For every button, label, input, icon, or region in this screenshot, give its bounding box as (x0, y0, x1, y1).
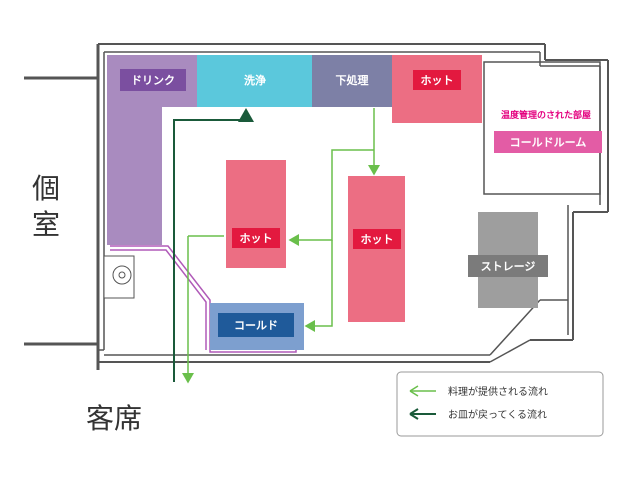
private-room-label-2: 室 (32, 208, 60, 241)
return-flow-arrow (173, 108, 254, 382)
cold-label-bg (218, 313, 294, 337)
hot-left-label-bg (232, 228, 280, 248)
guest-seating-label: 客席 (86, 402, 142, 435)
wash-area (197, 55, 312, 107)
hot-left-area (226, 160, 286, 268)
walls (24, 43, 609, 370)
prep-area (312, 55, 392, 107)
cold-label: コールド (234, 319, 278, 332)
hot-top-label-bg (413, 70, 461, 90)
hot-mid-label: ホット (361, 233, 394, 246)
prep-label: 下処理 (336, 73, 369, 87)
storage-label-bg (468, 255, 548, 277)
drink-label: ドリンク (131, 74, 175, 87)
hot-top-label: ホット (421, 74, 454, 87)
private-room-label-1: 個 (32, 172, 60, 205)
hot-mid-label-bg (353, 229, 401, 249)
wash-label: 洗浄 (244, 73, 266, 87)
serve-flow-arrows (188, 108, 380, 382)
legend-serve: 料理が提供される流れ (448, 385, 548, 398)
hot-left-label: ホット (240, 232, 273, 245)
legend-return: お皿が戻ってくる流れ (448, 408, 547, 421)
drink-label-bg (120, 69, 186, 91)
sink (103, 255, 135, 299)
legend: 料理が提供される流れ お皿が戻ってくる流れ (396, 371, 604, 437)
temp-controlled-room-label: 温度管理のされた部屋 (501, 109, 591, 121)
storage-label: ストレージ (481, 260, 536, 273)
coldroom-label-bg (494, 131, 602, 153)
coldroom-label: コールドルーム (510, 136, 587, 149)
